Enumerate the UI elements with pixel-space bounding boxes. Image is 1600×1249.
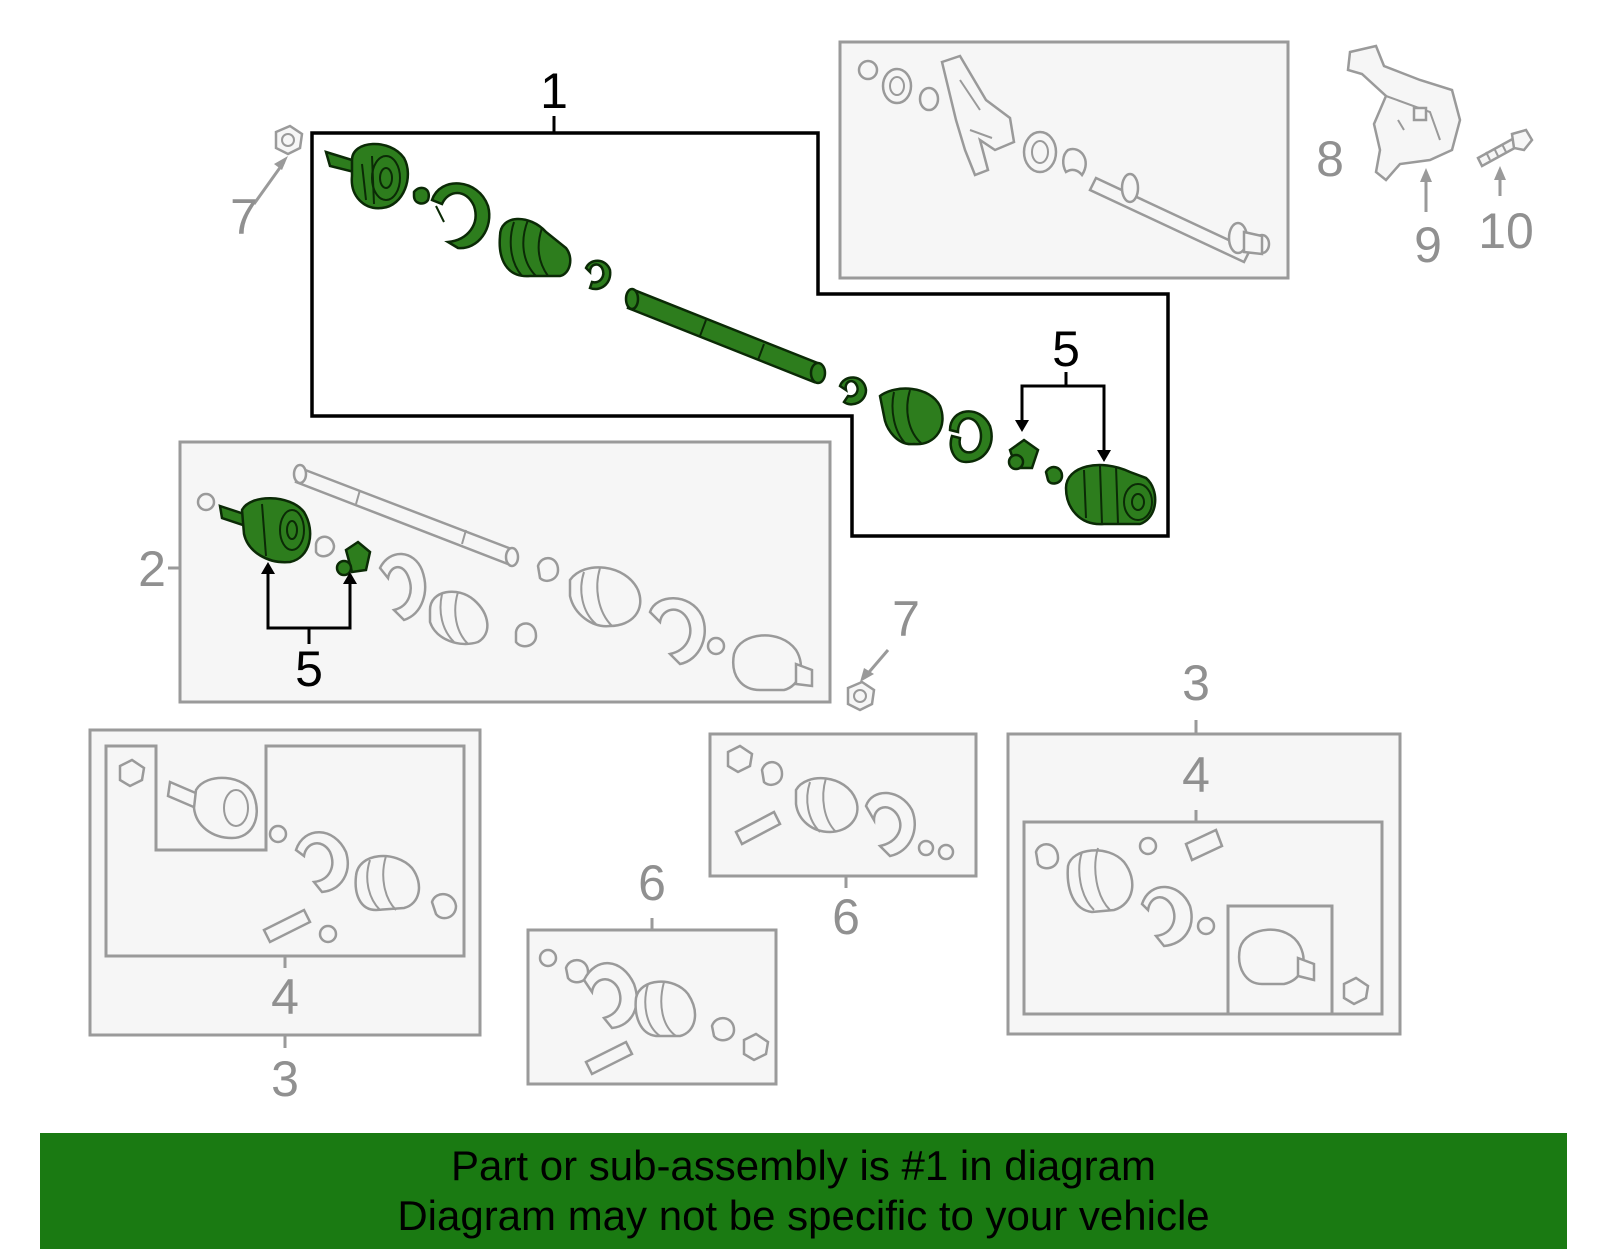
box-2 <box>168 440 832 704</box>
nut-7-top <box>252 124 304 205</box>
callout-9: 9 <box>1414 217 1442 273</box>
callout-1: 1 <box>540 63 568 119</box>
callout-3-left: 3 <box>271 1051 299 1107</box>
bolt-10 <box>1476 128 1534 196</box>
callout-3-right: 3 <box>1182 655 1210 711</box>
bracket-9 <box>1346 44 1462 212</box>
callout-8: 8 <box>1316 131 1344 187</box>
callout-2: 2 <box>138 541 166 597</box>
box-3-right <box>1006 720 1402 1036</box>
box-6-top <box>708 732 978 888</box>
callout-7-top: 7 <box>230 189 258 245</box>
callout-4-right: 4 <box>1182 747 1210 803</box>
banner-line-1: Part or sub-assembly is #1 in diagram <box>451 1142 1156 1189</box>
callout-6-top-box: 6 <box>832 889 860 945</box>
callout-4-left: 4 <box>271 969 299 1025</box>
banner-line-2: Diagram may not be specific to your vehi… <box>397 1192 1210 1239</box>
callout-7-middle: 7 <box>892 591 920 647</box>
callout-5-left: 5 <box>295 641 323 697</box>
callout-10: 10 <box>1478 203 1534 259</box>
box-3-left <box>88 728 482 1048</box>
callout-5-top: 5 <box>1052 321 1080 377</box>
box-6-bottom <box>526 918 778 1086</box>
callout-6-bottom-box: 6 <box>638 855 666 911</box>
box-8 <box>838 40 1290 280</box>
box-1 <box>310 116 1170 538</box>
nut-7-middle <box>846 649 890 712</box>
disclaimer-banner: Part or sub-assembly is #1 in diagram Di… <box>40 1133 1567 1249</box>
